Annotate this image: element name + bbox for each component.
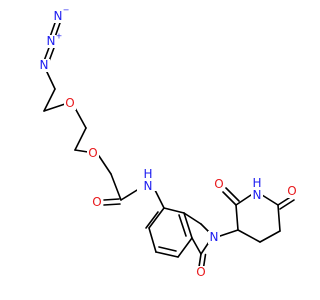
atom-azide-n3: N − bbox=[52, 6, 70, 23]
bond-gl-4 bbox=[259, 230, 281, 243]
bond-layer bbox=[43, 19, 295, 269]
atom-ether-o2: O bbox=[87, 146, 99, 160]
bond-ar-3 bbox=[155, 251, 179, 258]
bond-c-carbonyl bbox=[110, 173, 122, 201]
bond-c-o2 bbox=[74, 149, 89, 153]
bond-ch2 bbox=[183, 212, 202, 225]
atom-amide-nh: H N bbox=[137, 167, 159, 193]
atom-lactam-n-label: N bbox=[210, 230, 219, 244]
atom-imide-o2: O bbox=[286, 184, 298, 198]
atom-ether-o1: O bbox=[64, 96, 76, 110]
atom-imide-o2-label: O bbox=[287, 184, 296, 198]
atom-azide-n3-charge: − bbox=[63, 6, 70, 15]
bond-n-cgl bbox=[219, 229, 239, 237]
bond-amide-co-b bbox=[103, 203, 121, 206]
bond-ar-3-inner bbox=[158, 246, 177, 252]
bond-o1-c bbox=[74, 107, 87, 129]
bond-ar-2 bbox=[148, 227, 157, 253]
bond-n1-c bbox=[45, 69, 56, 90]
bond-co-ar bbox=[191, 237, 202, 255]
bond-ar-4 bbox=[177, 237, 193, 258]
bond-o2-c bbox=[98, 155, 112, 175]
bond-ar-1 bbox=[148, 207, 165, 229]
atom-azide-n3-label: N bbox=[54, 9, 63, 23]
bond-ar-1-inner bbox=[145, 211, 159, 229]
atom-lactam-o: O bbox=[195, 265, 207, 279]
bond-gl-3 bbox=[277, 204, 281, 232]
bond-gl-5 bbox=[237, 229, 261, 243]
atom-azide-n1-label: N bbox=[40, 58, 49, 72]
bond-c-c1 bbox=[43, 88, 56, 112]
bond-ar-6 bbox=[163, 207, 185, 214]
bond-c-c2 bbox=[74, 127, 87, 151]
bond-amide-n-ring bbox=[153, 187, 165, 209]
bond-ar-5 bbox=[183, 212, 193, 239]
bond-gl-nh bbox=[261, 194, 279, 206]
atom-ether-o1-label: O bbox=[65, 96, 74, 110]
bond-ch2-n bbox=[200, 223, 210, 233]
atom-azide-n2-label: N bbox=[47, 34, 56, 48]
atom-ether-o2-label: O bbox=[88, 146, 97, 160]
bond-ar-5-inner bbox=[178, 214, 187, 237]
molecule-structure: N − N + N O O O H N bbox=[38, 6, 298, 279]
atom-amide-o: O bbox=[91, 195, 103, 209]
atom-lactam-n: N bbox=[208, 230, 220, 244]
atom-imide-n-label: N bbox=[253, 188, 262, 202]
atom-amide-h-label: H bbox=[143, 167, 152, 181]
bond-gl-co2-b bbox=[279, 199, 295, 210]
bond-n-co bbox=[200, 241, 210, 255]
atom-layer: N − N + N O O O H N bbox=[38, 6, 298, 279]
bond-gl-co1-b bbox=[225, 187, 240, 202]
bond-lactam-co-b bbox=[202, 253, 207, 269]
atom-amide-n-label: N bbox=[144, 179, 153, 193]
bond-amide-co-a bbox=[103, 198, 120, 201]
bond-gl-1 bbox=[235, 204, 239, 231]
bond-gl-2 bbox=[235, 194, 252, 206]
atom-imide-o1: O bbox=[213, 177, 225, 191]
atom-azide-n2: N + bbox=[45, 32, 63, 48]
atom-imide-o1-label: O bbox=[214, 177, 223, 191]
atom-lactam-o-label: O bbox=[196, 265, 205, 279]
bond-gl-co1-a bbox=[222, 191, 237, 206]
bond-lactam-co-a bbox=[198, 253, 202, 268]
atom-azide-n1: N bbox=[38, 58, 50, 72]
atom-imide-nh: H N bbox=[251, 176, 263, 202]
bond-c-o1 bbox=[43, 103, 66, 112]
atom-azide-n2-charge: + bbox=[56, 32, 63, 41]
atom-imide-h-label: H bbox=[252, 176, 261, 190]
atom-amide-o-label: O bbox=[92, 195, 101, 209]
